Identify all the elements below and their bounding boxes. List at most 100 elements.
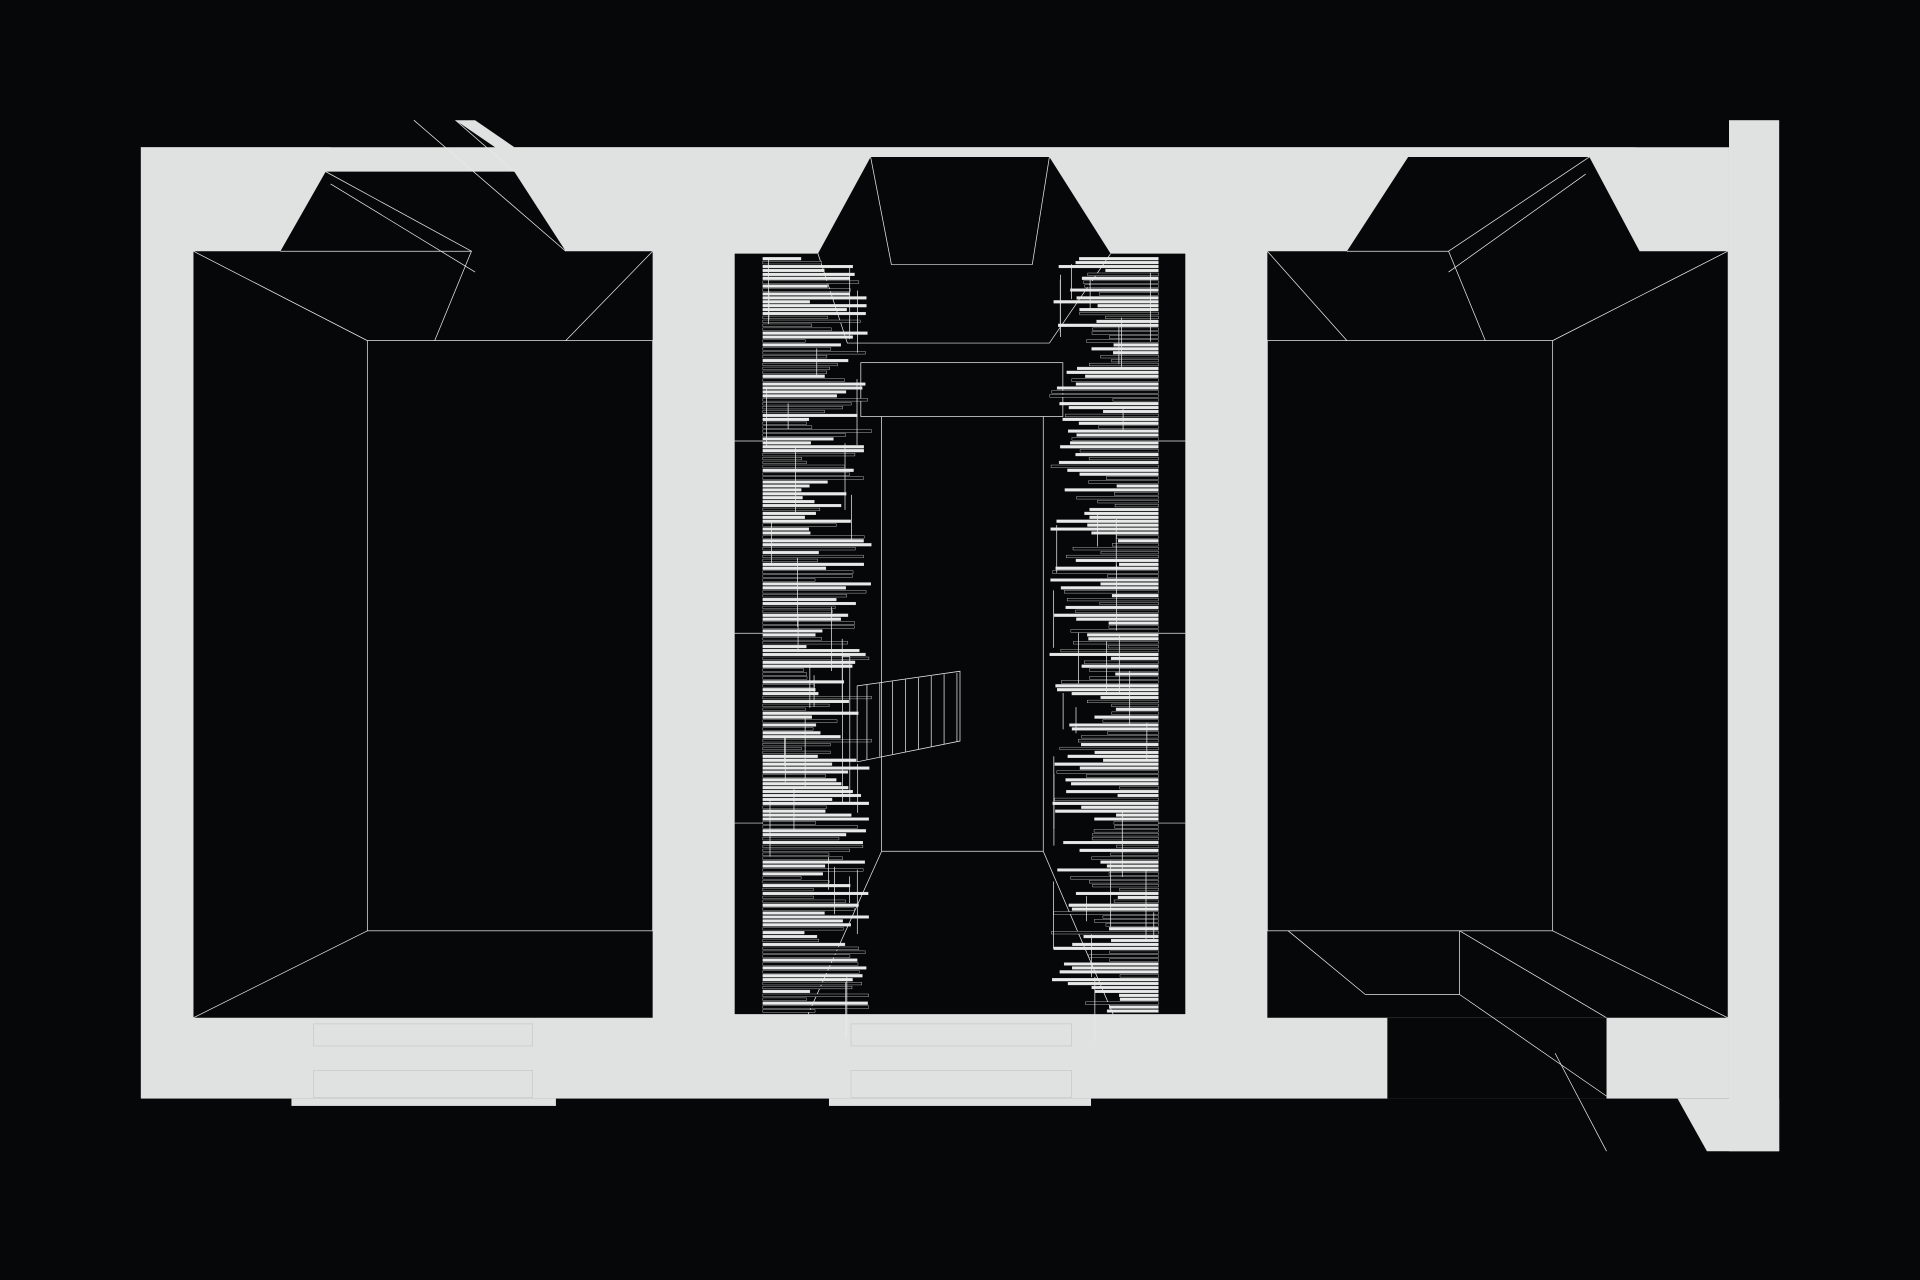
book <box>762 668 804 672</box>
book <box>762 539 864 543</box>
book <box>1084 284 1159 288</box>
book <box>762 515 805 519</box>
book <box>762 323 812 327</box>
book <box>1056 770 1159 774</box>
left-room <box>193 119 654 1019</box>
bottom-right-opening <box>1387 994 1607 1152</box>
book <box>762 441 811 445</box>
book <box>1087 699 1159 703</box>
book <box>762 261 822 265</box>
book <box>1070 441 1159 445</box>
book <box>762 699 849 703</box>
book <box>1053 911 1159 915</box>
book <box>1110 852 1159 856</box>
book <box>762 762 833 766</box>
book <box>762 872 823 876</box>
book <box>1119 786 1159 790</box>
book <box>762 394 837 398</box>
book <box>1089 362 1159 367</box>
book <box>762 284 828 288</box>
book <box>762 664 853 668</box>
book <box>1049 394 1159 398</box>
book <box>1069 723 1159 727</box>
book <box>762 801 869 805</box>
book <box>762 304 867 308</box>
book <box>762 425 813 429</box>
book <box>1094 715 1159 719</box>
book <box>1105 923 1159 927</box>
book <box>762 829 867 833</box>
book <box>762 594 847 598</box>
book <box>762 891 869 896</box>
book <box>1079 257 1159 261</box>
book <box>762 547 856 551</box>
book <box>1110 656 1159 660</box>
book <box>762 950 866 954</box>
book <box>762 837 840 841</box>
book <box>762 942 846 946</box>
book <box>1071 782 1159 786</box>
book <box>762 355 828 359</box>
book <box>1066 598 1159 602</box>
book <box>1106 476 1159 480</box>
book <box>762 911 825 915</box>
book <box>1052 978 1159 982</box>
book <box>1062 417 1159 421</box>
book <box>1055 566 1159 570</box>
book <box>762 723 817 727</box>
book <box>762 731 821 735</box>
book <box>1067 754 1159 758</box>
book <box>762 398 868 402</box>
book <box>762 429 872 433</box>
book <box>762 582 871 586</box>
book <box>762 492 847 496</box>
book <box>1056 386 1159 390</box>
book <box>1087 633 1159 637</box>
book <box>762 543 872 547</box>
book <box>1088 480 1159 484</box>
book <box>762 707 806 711</box>
book <box>762 343 841 347</box>
book <box>762 633 816 637</box>
book <box>1091 347 1159 351</box>
book <box>1050 527 1159 531</box>
book <box>1073 641 1159 645</box>
book <box>762 1009 816 1013</box>
book <box>762 852 830 856</box>
book <box>762 449 864 453</box>
book <box>762 551 819 555</box>
book <box>762 351 866 355</box>
book <box>1057 868 1159 872</box>
book <box>1083 935 1159 939</box>
book <box>762 488 802 492</box>
book <box>1066 554 1159 559</box>
book <box>1055 809 1159 813</box>
book <box>1065 605 1159 609</box>
book <box>1078 421 1159 425</box>
book <box>1053 300 1159 304</box>
book <box>1109 950 1159 954</box>
book <box>762 672 807 676</box>
book <box>762 331 868 335</box>
book <box>762 511 816 515</box>
book <box>762 292 850 296</box>
book <box>762 437 834 441</box>
book <box>1115 672 1159 676</box>
right-room <box>1266 156 1728 1019</box>
book <box>762 656 870 660</box>
book <box>1094 750 1159 754</box>
book <box>1057 688 1159 692</box>
book <box>762 833 847 837</box>
book <box>762 982 862 986</box>
book <box>762 989 811 993</box>
book <box>1091 837 1159 841</box>
book <box>762 625 855 629</box>
book <box>762 888 814 892</box>
book <box>1109 1005 1159 1009</box>
book <box>1061 680 1159 684</box>
book <box>762 605 836 609</box>
book <box>1066 370 1159 374</box>
book <box>1111 711 1159 715</box>
book <box>762 688 816 692</box>
book <box>762 692 819 696</box>
